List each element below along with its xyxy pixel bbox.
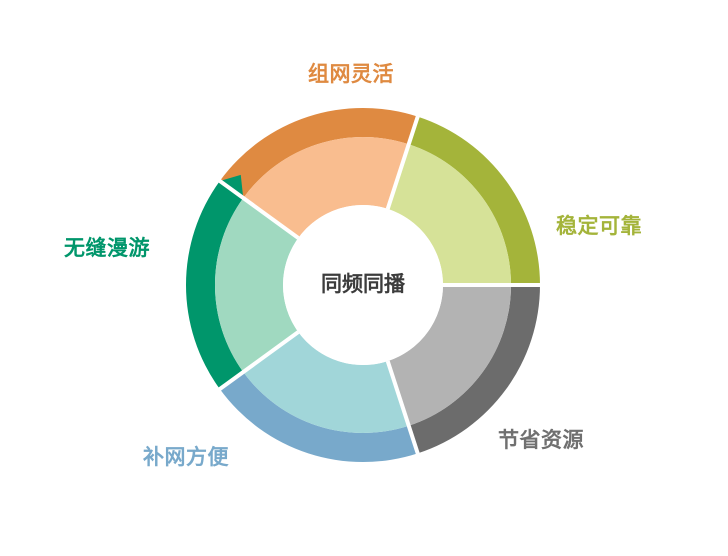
- inner-ring: [215, 137, 511, 434]
- inner-segment-4: [215, 198, 299, 372]
- center-label: 同频同播: [321, 272, 405, 296]
- outer-segment-4: [185, 174, 244, 390]
- inner-segment-0: [243, 137, 409, 238]
- center-hub: [283, 205, 443, 365]
- outer-ring: [185, 107, 540, 462]
- segment-label-stable-reliable: 稳定可靠: [556, 214, 642, 238]
- segment-divider-3: [385, 360, 420, 455]
- inner-segment-1: [387, 144, 511, 285]
- segment-label-easy-coverage-fill: 补网方便: [143, 445, 229, 469]
- segment-divider-4: [217, 330, 300, 392]
- segment-label-resource-saving: 节省资源: [498, 428, 584, 452]
- inner-segment-3: [243, 332, 409, 434]
- inner-segment-2: [387, 285, 511, 426]
- segment-label-seamless-roaming: 无缝漫游: [64, 236, 150, 260]
- outer-segment-3: [219, 367, 418, 462]
- segment-divider-1: [385, 115, 420, 210]
- segment-label-flexible-networking: 组网灵活: [308, 62, 394, 86]
- outer-segment-0: [219, 107, 430, 199]
- segment-dividers: [217, 115, 541, 455]
- segment-divider-0: [217, 178, 300, 240]
